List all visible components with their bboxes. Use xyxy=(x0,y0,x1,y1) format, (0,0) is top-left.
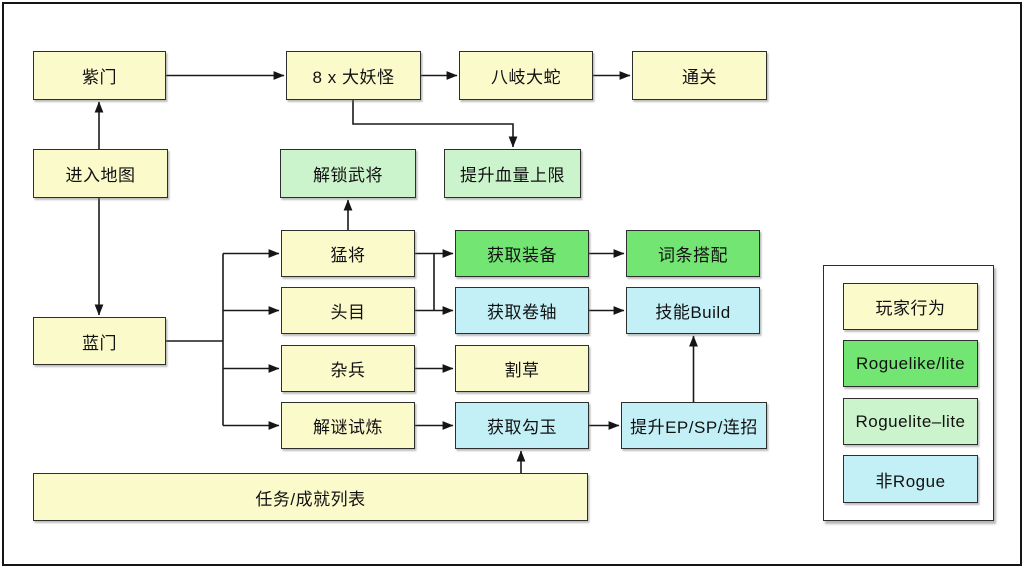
node-skill-build: 技能Build xyxy=(626,287,760,334)
node-enter-map: 进入地图 xyxy=(33,149,168,198)
node-clear-game: 通关 xyxy=(632,51,767,100)
legend-label: 玩家行为 xyxy=(875,299,946,318)
node-fierce-general: 猛将 xyxy=(281,230,415,277)
node-mobs: 杂兵 xyxy=(281,345,415,392)
node-unlock-generals: 解锁武将 xyxy=(280,149,416,198)
legend-label: 非Rogue xyxy=(875,471,946,491)
legend-item-player-action: 玩家行为 xyxy=(843,283,978,330)
node-label: 获取装备 xyxy=(487,246,557,265)
node-get-scrolls: 获取卷轴 xyxy=(455,287,589,334)
node-puzzle-trial: 解谜试炼 xyxy=(281,402,415,449)
node-big-yokai: 8 x 大妖怪 xyxy=(286,51,421,100)
node-quest-list: 任务/成就列表 xyxy=(33,473,588,521)
node-label: 解锁武将 xyxy=(313,166,383,185)
node-label: 割草 xyxy=(504,361,540,380)
legend: 玩家行为 Roguelike/lite Roguelite–lite 非Rogu… xyxy=(823,265,994,521)
node-ep-sp-combo: 提升EP/SP/连招 xyxy=(621,402,767,449)
legend-item-roguelite-lite: Roguelite–lite xyxy=(843,398,978,445)
node-label: 蓝门 xyxy=(82,333,117,353)
node-blue-gate: 蓝门 xyxy=(33,317,166,365)
node-label: 8 x 大妖怪 xyxy=(312,68,395,87)
node-label: 紫门 xyxy=(82,68,117,87)
legend-label: Roguelike/lite xyxy=(855,353,966,373)
node-affix-combo: 词条搭配 xyxy=(626,230,760,277)
node-mow-grass: 割草 xyxy=(455,345,589,392)
node-label: 获取勾玉 xyxy=(487,418,557,437)
node-label: 头目 xyxy=(330,303,366,322)
node-label: 提升EP/SP/连招 xyxy=(630,418,758,437)
node-orochi: 八岐大蛇 xyxy=(459,51,593,100)
legend-item-roguelike-lite: Roguelike/lite xyxy=(843,340,978,387)
node-get-magatama: 获取勾玉 xyxy=(455,402,589,449)
node-purple-gate: 紫门 xyxy=(33,51,166,100)
node-label: 八岐大蛇 xyxy=(491,68,561,87)
connector-big-yokai-to-hp-cap xyxy=(352,100,518,148)
node-label: 任务/成就列表 xyxy=(255,489,366,509)
node-label: 杂兵 xyxy=(330,361,366,380)
node-label: 通关 xyxy=(682,68,717,87)
node-boss: 头目 xyxy=(281,287,415,334)
node-label: 提升血量上限 xyxy=(460,166,565,185)
node-label: 获取卷轴 xyxy=(487,303,557,322)
node-label: 进入地图 xyxy=(65,166,136,185)
node-hp-cap-up: 提升血量上限 xyxy=(444,149,581,198)
node-label: 解谜试炼 xyxy=(313,418,383,437)
legend-item-non-rogue: 非Rogue xyxy=(843,455,978,503)
node-label: 技能Build xyxy=(655,303,731,322)
node-label: 猛将 xyxy=(330,246,366,265)
legend-label: Roguelite–lite xyxy=(855,411,966,431)
node-get-equipment: 获取装备 xyxy=(455,230,589,277)
node-label: 词条搭配 xyxy=(658,246,728,265)
